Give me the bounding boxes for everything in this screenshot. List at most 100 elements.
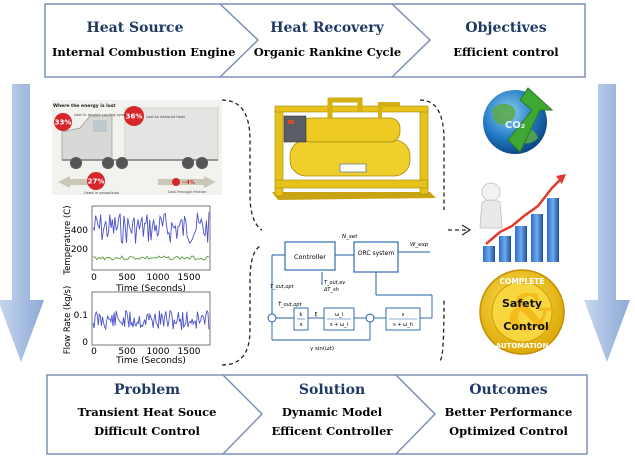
temp-xlabel: Time (Seconds): [115, 284, 186, 294]
outcomes-line2: Optimized Control: [449, 424, 568, 438]
p27-label: Used in propulsion: [84, 190, 120, 195]
temp-series: [92, 212, 210, 261]
p33-value: 33%: [55, 119, 72, 127]
dashed-connector-right: [419, 99, 445, 210]
outcomes-line1: Better Performance: [444, 405, 573, 419]
heat-recovery-title: Heat Recovery: [270, 20, 384, 36]
p27-value: 27%: [88, 178, 105, 186]
lowpass-denominator: s + ω_l: [330, 322, 348, 328]
flow-xtick-1500: 1500: [178, 347, 201, 357]
truck-infographic: Where the energy is lost 33% Lost in eng…: [52, 100, 222, 195]
xi-label: ξ: [314, 312, 317, 318]
temp-xtick-1500: 1500: [178, 273, 201, 283]
badge-complete: COMPLETE: [500, 277, 545, 286]
p36-label: Lost to exhaust heat: [146, 114, 185, 119]
multiplier-junction: [365, 313, 375, 323]
temp-trace-secondary: [92, 255, 210, 261]
problem-line1: Transient Heat Souce: [77, 405, 217, 419]
truck-wheel: [116, 157, 128, 169]
bar-2: [499, 236, 511, 262]
frame-top: [274, 105, 429, 113]
flow-xtick-500: 500: [118, 347, 135, 357]
heat-source-title: Heat Source: [86, 20, 184, 36]
safety-control-badge: & Safety Control COMPLETE AUTOMATION: [479, 269, 565, 355]
problem-title: Problem: [113, 382, 181, 398]
objectives-title: Objectives: [465, 20, 547, 36]
integrator-s: s: [300, 322, 303, 328]
solution-line1: Dynamic Model: [281, 405, 383, 419]
person-body: [479, 199, 503, 229]
problem-line2: Difficult Control: [94, 424, 200, 438]
engine-skid: [272, 192, 436, 200]
t-out-ev-label: T_out,ev: [324, 280, 346, 286]
friction-arrow: [158, 176, 216, 188]
heat-recovery-subtitle: Organic Rankine Cycle: [253, 45, 402, 59]
flow-plot: 0.1 0 0 500 1000 1500 Time (Seconds) Flo…: [63, 286, 211, 366]
trend-arrowhead: [556, 174, 566, 184]
dashed-connector-right-bottom: [439, 299, 445, 361]
that-out-opt-label: T̂_out,opt: [278, 301, 303, 308]
highpass-numerator: s: [402, 312, 405, 318]
flow-series: [92, 309, 210, 331]
temp-trace: [92, 212, 210, 244]
sum-junction: [267, 313, 277, 323]
co2-label: CO₂: [505, 120, 525, 131]
bar-4: [531, 214, 543, 262]
co2-globe-icon: CO₂: [483, 87, 554, 154]
p33-label: Lost in engine cooling system: [74, 112, 131, 117]
badge-ampersand: &: [507, 283, 552, 342]
temp-xtick-1000: 1000: [147, 273, 170, 283]
p4-circle: [172, 178, 180, 186]
control-indicator: [288, 120, 294, 124]
orc-block: [353, 241, 399, 273]
flow-xlabel: Time (Seconds): [115, 356, 186, 366]
outcomes-title: Outcomes: [469, 382, 548, 398]
bar-1: [483, 246, 495, 262]
p4-value: ~4%: [182, 180, 195, 186]
temperature-plot: 400 200 0 500 1000 1500 Time (Seconds) T…: [63, 205, 211, 294]
bar-5: [547, 198, 559, 262]
engine-tank-upper: [299, 117, 401, 143]
t-out-opt-label: T_out,opt: [270, 284, 295, 290]
badge-automation: AUTOMATION: [496, 342, 549, 350]
heat-source-subtitle: Internal Combustion Engine: [52, 45, 236, 59]
objectives-subtitle: Efficient control: [453, 45, 559, 59]
globe-land: [492, 103, 516, 125]
temp-xtick-500: 500: [118, 273, 135, 283]
p4-label: Lost through friction: [168, 189, 207, 194]
right-down-arrow: [584, 84, 630, 362]
flow-xtick-0: 0: [91, 347, 97, 357]
dt-sh-label: ΔT_sh: [323, 287, 339, 293]
dashed-connector-left-top: [221, 99, 266, 233]
person-head: [481, 182, 501, 202]
n-set-label: N_set: [342, 234, 358, 240]
truck-window: [93, 120, 107, 132]
bottom-frame: [46, 374, 588, 455]
control-block-diagram: Controller ORC system N_set W_exp T_out,…: [262, 224, 442, 352]
solution-line2: Efficent Controller: [271, 424, 393, 438]
truck-heading: Where the energy is lost: [53, 103, 116, 109]
growth-chart-icon: [479, 174, 566, 262]
top-chevron-2: [391, 3, 432, 78]
flow-ytick-0: 0: [82, 338, 88, 348]
p36-circle: [124, 106, 144, 126]
temp-ytick-200: 200: [71, 245, 88, 255]
orc-label: ORC system: [358, 250, 395, 257]
p27-circle: [87, 172, 105, 190]
integrator-k: k: [299, 312, 303, 318]
flow-ytick-01: 0.1: [74, 311, 88, 321]
left-down-arrow: [0, 84, 44, 362]
temp-ylabel: Temperature (C): [63, 205, 73, 275]
frame-bottom: [274, 179, 429, 189]
truck-wheel: [182, 157, 194, 169]
flow-xtick-1000: 1000: [147, 347, 170, 357]
temp-ytick-400: 400: [71, 226, 88, 236]
badge-inner: [491, 281, 553, 343]
dashed-arrowhead: [461, 224, 472, 236]
engine-pipe: [378, 102, 400, 118]
p36-value: 36%: [126, 113, 143, 121]
bottom-chevron-2: [395, 374, 437, 455]
top-chevron-1: [219, 3, 260, 78]
sine-label: γ sin(ωt): [310, 346, 334, 352]
